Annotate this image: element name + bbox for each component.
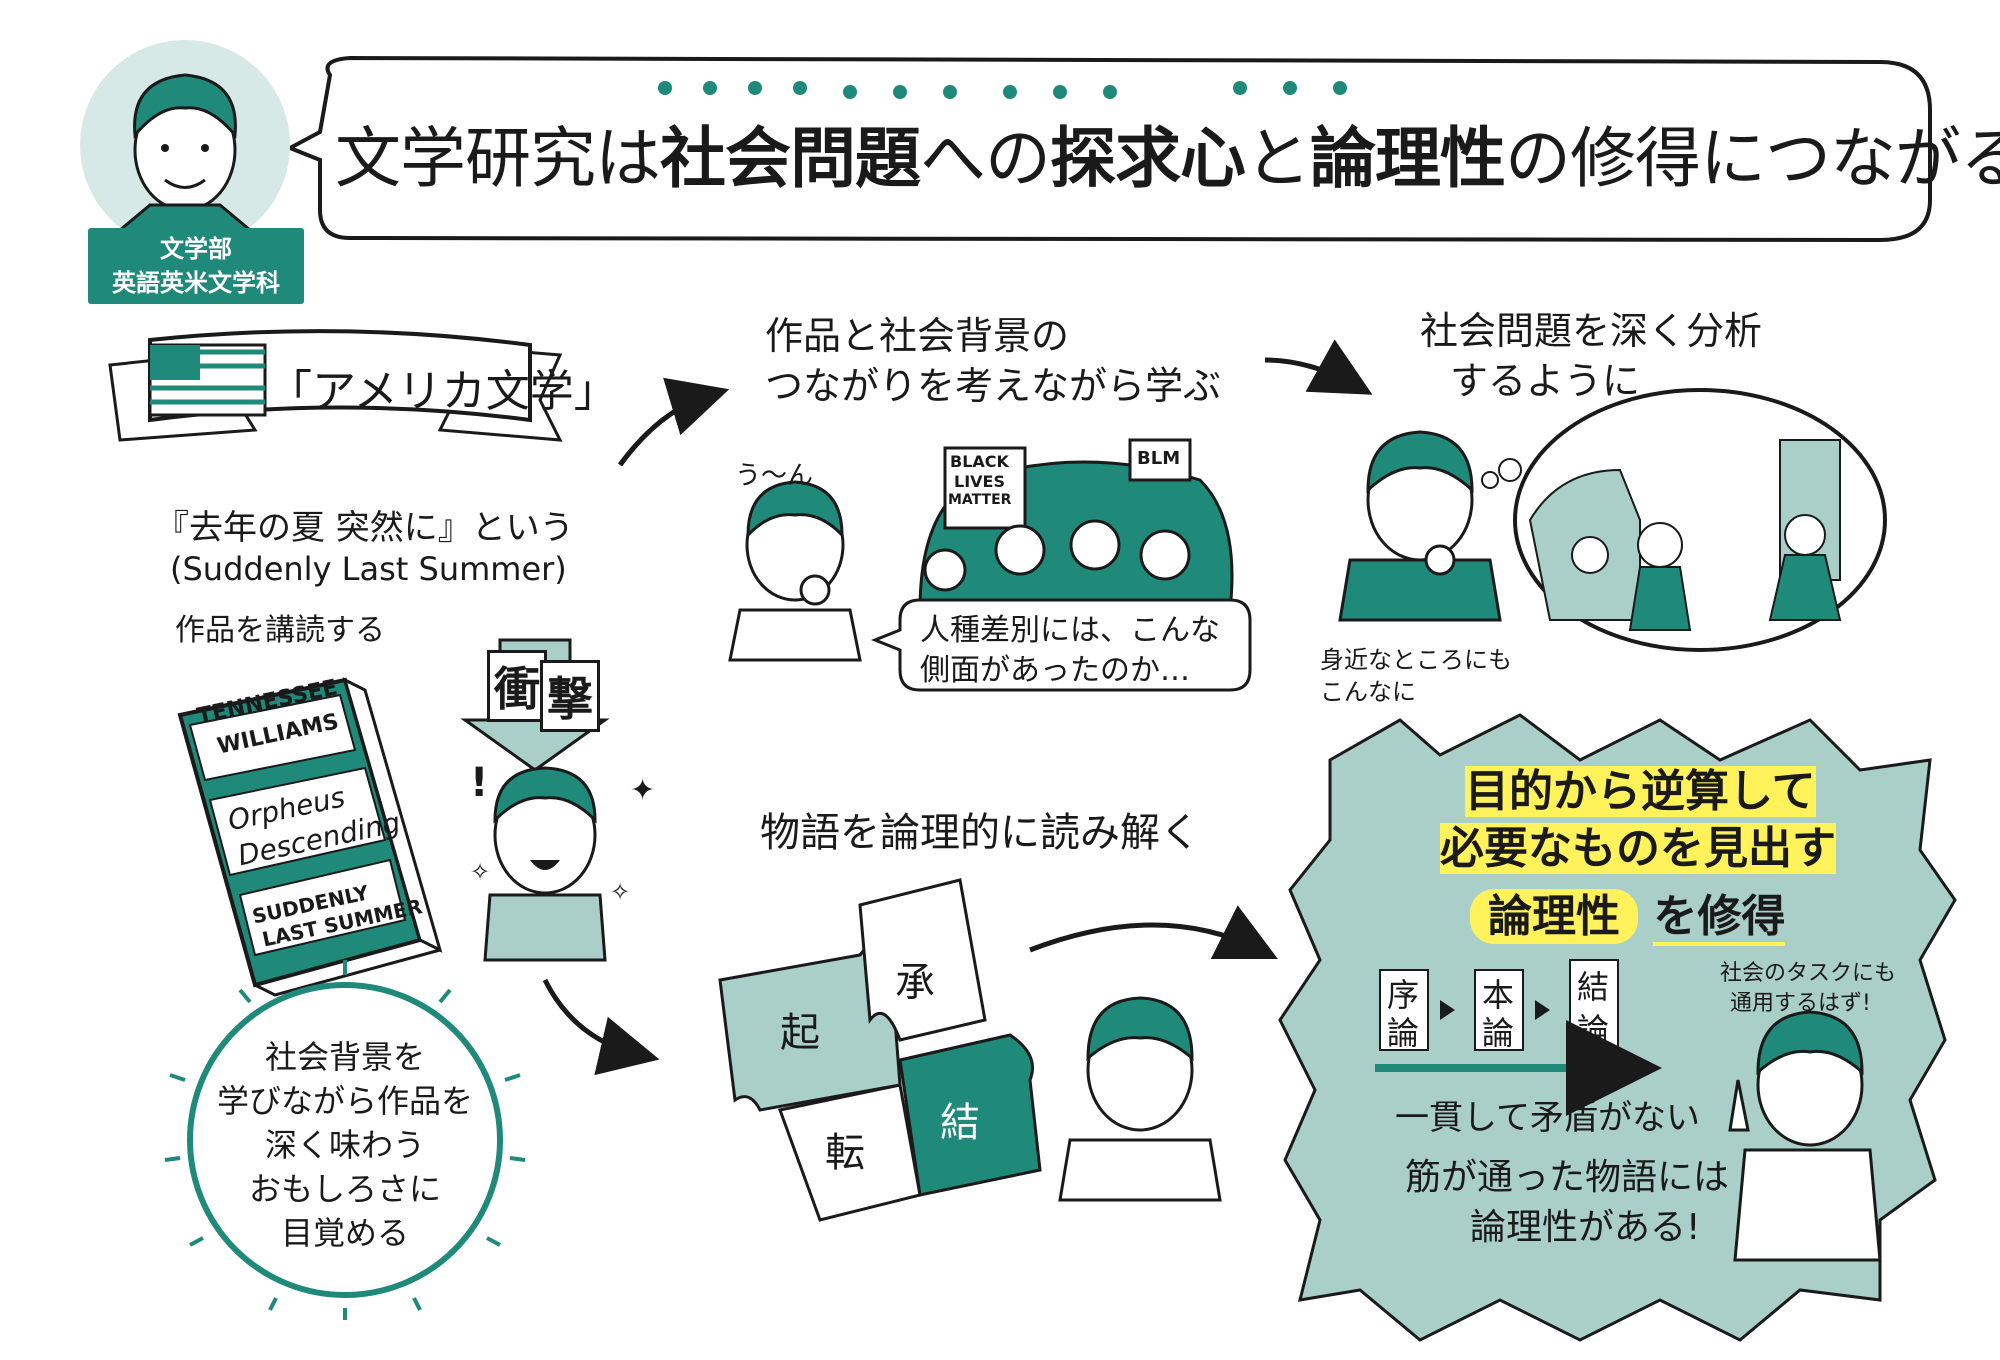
sign-blm: BLM xyxy=(1137,448,1181,469)
steps-boxes xyxy=(1375,959,1662,1116)
title-part-1: 文学研究は xyxy=(335,120,661,197)
circle-line-3: 深く味わう xyxy=(264,1126,425,1164)
step-3-char-2: 論 xyxy=(1577,1011,1610,1049)
sun-circle xyxy=(164,960,526,1320)
step-2-char-1: 本 xyxy=(1482,976,1515,1014)
logic-read-heading: 物語を論理的に読み解く xyxy=(760,810,1200,856)
logic-line-1-text: 目的から逆算して xyxy=(1465,766,1816,817)
title-part-7: の修得につながる xyxy=(1505,120,2000,197)
analysis-heading-1: 社会問題を深く分析 xyxy=(1420,309,1763,353)
surprised-character: ✦ ✧ ✧ xyxy=(470,766,655,962)
step-3-char-1: 結 xyxy=(1577,968,1610,1006)
puzzle-ten: 転 xyxy=(825,1130,865,1176)
reading-line-3: 作品を講読する xyxy=(175,613,385,648)
circle-line-4: おもしろさに xyxy=(248,1170,441,1208)
logic-line-2: 必要なものを見出す xyxy=(1440,812,1836,876)
puzzle-ki: 起 xyxy=(780,1010,820,1056)
analysis-heading-2: するように xyxy=(1450,359,1641,403)
page-title: 文学研究は社会問題への探求心と論理性の修得につながる! xyxy=(335,105,2000,201)
book-illustration xyxy=(177,677,443,997)
shock-label-2: 撃 xyxy=(540,660,600,732)
analyzing-character xyxy=(1338,430,1522,622)
shock-label-1: 衝 xyxy=(487,650,547,722)
speech-line-2: 側面があったのか… xyxy=(920,653,1190,688)
svg-text:✧: ✧ xyxy=(610,878,630,906)
logic-line-1: 目的から逆算して xyxy=(1465,755,1816,819)
arrow-top-mid xyxy=(1264,339,1373,395)
logic-highlight: 論理性 xyxy=(1470,889,1638,944)
analysis-note-1: 身近なところにも xyxy=(1320,646,1512,674)
title-part-5: と xyxy=(1245,120,1311,197)
story-line-1: 筋が通った物語には xyxy=(1405,1157,1730,1198)
protest-crowd xyxy=(918,438,1234,612)
title-bubble xyxy=(285,55,1932,243)
speech-bubble xyxy=(870,598,1252,692)
sign-black: BLACK xyxy=(950,452,1009,471)
context-heading-1: 作品と社会背景の xyxy=(765,314,1070,358)
banner-label: 「アメリカ文学」 xyxy=(268,366,618,417)
confident-character xyxy=(1058,996,1222,1202)
consistent-text: 一貫して矛盾がない xyxy=(1395,1098,1700,1138)
pointing-character xyxy=(1728,1010,1882,1262)
course-name: 英語英米文学科 xyxy=(112,269,280,297)
title-part-4: 探求心 xyxy=(1050,120,1246,197)
arrow-up-right xyxy=(617,377,730,467)
step-2-char-2: 論 xyxy=(1482,1014,1515,1052)
sign-matter: MATTER xyxy=(948,492,1012,508)
thinking-text: う〜ん xyxy=(735,461,814,491)
logic-line-3-rest: を修得 xyxy=(1653,891,1786,946)
logic-line-2-text: 必要なものを見出す xyxy=(1440,823,1836,874)
reading-line-1: 『去年の夏 突然に』という xyxy=(155,508,574,548)
analysis-note-2: こんなに xyxy=(1320,678,1416,706)
task-line-2: 通用するはず! xyxy=(1730,991,1871,1016)
speech-line-1: 人種差別には、こんな xyxy=(920,613,1220,648)
profile-avatar xyxy=(80,40,290,250)
america-banner xyxy=(108,329,563,442)
svg-text:✦: ✦ xyxy=(630,773,655,808)
story-line-2: 論理性がある! xyxy=(1470,1207,1701,1248)
puzzle-illustration xyxy=(718,878,1042,1222)
circle-line-2: 学びながら作品を xyxy=(216,1082,473,1120)
title-part-3: への xyxy=(920,120,1051,197)
puzzle-sho: 承 xyxy=(895,960,935,1006)
circle-line-5: 目覚める xyxy=(280,1214,409,1252)
logic-line-3: 論理性 を修得 xyxy=(1470,880,1786,946)
sign-lives: LIVES xyxy=(954,472,1005,491)
context-heading-2: つながりを考えながら学ぶ xyxy=(765,364,1222,408)
step-1-char-2: 論 xyxy=(1387,1014,1420,1052)
title-part-6: 論理性 xyxy=(1310,120,1506,197)
arrow-down-right xyxy=(542,978,660,1076)
reading-line-2: (Suddenly Last Summer) xyxy=(170,550,567,588)
dept-name: 文学部 xyxy=(160,235,232,263)
puzzle-ketsu: 結 xyxy=(940,1100,980,1146)
svg-text:✧: ✧ xyxy=(470,858,490,886)
emphasis-dots xyxy=(658,81,1347,99)
thinking-character xyxy=(728,480,862,662)
arrow-puzzle-right xyxy=(1029,905,1278,959)
circle-line-1: 社会背景を xyxy=(264,1038,425,1076)
step-1-char-1: 序 xyxy=(1387,976,1420,1014)
thought-scene xyxy=(1513,388,1887,652)
circle-text: 社会背景を 学びながら作品を 深く味わう おもしろさに 目覚める xyxy=(200,1035,490,1255)
task-line-1: 社会のタスクにも xyxy=(1720,961,1897,986)
shock-exclaim: ! xyxy=(470,760,489,806)
title-part-2: 社会問題 xyxy=(660,120,921,197)
department-label: 文学部 英語英米文学科 xyxy=(88,228,304,304)
